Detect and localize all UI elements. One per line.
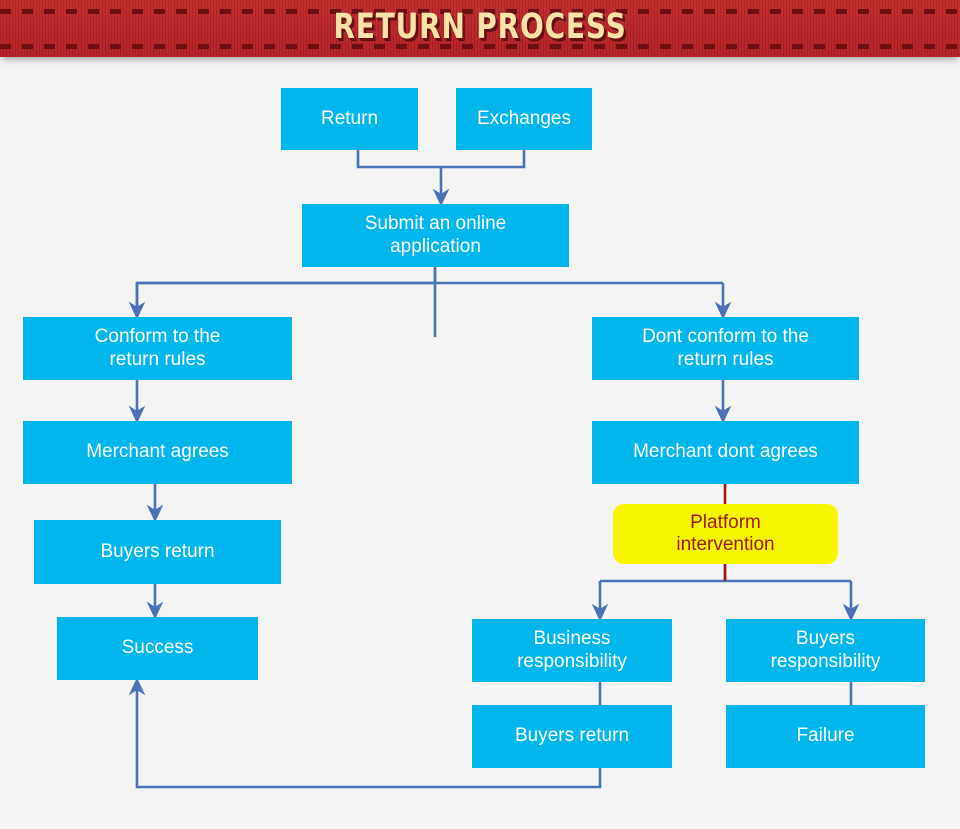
node-merchant-dont-agrees[interactable]: Merchant dont agrees xyxy=(592,421,859,484)
node-return[interactable]: Return xyxy=(281,88,418,150)
node-platform-intervention[interactable]: Platform intervention xyxy=(613,504,838,564)
node-dont-conform-to-return-rules[interactable]: Dont conform to the return rules xyxy=(592,317,859,380)
node-buyers-responsibility[interactable]: Buyers responsibility xyxy=(726,619,925,682)
node-merchant-agrees[interactable]: Merchant agrees xyxy=(23,421,292,484)
edge-feedback-loop-to-success xyxy=(128,677,602,789)
page-title: RETURN PROCESS xyxy=(333,7,627,47)
node-business-responsibility[interactable]: Business responsibility xyxy=(472,619,672,682)
header-banner: RETURN PROCESS xyxy=(0,0,960,57)
node-buyers-return-left[interactable]: Buyers return xyxy=(34,520,281,584)
banner-stitch-bottom-icon xyxy=(0,44,960,49)
node-success[interactable]: Success xyxy=(57,617,258,680)
node-buyers-return-right[interactable]: Buyers return xyxy=(472,705,672,768)
node-conform-to-return-rules[interactable]: Conform to the return rules xyxy=(23,317,292,380)
banner-stitch-top-icon xyxy=(0,9,960,14)
node-failure[interactable]: Failure xyxy=(726,705,925,768)
node-exchanges[interactable]: Exchanges xyxy=(456,88,592,150)
edge-return-exchanges-merge xyxy=(356,150,526,169)
node-submit-online-application[interactable]: Submit an online application xyxy=(302,204,569,267)
connector-layer xyxy=(128,150,860,789)
flowchart-canvas: Return Exchanges Submit an online applic… xyxy=(0,57,960,829)
